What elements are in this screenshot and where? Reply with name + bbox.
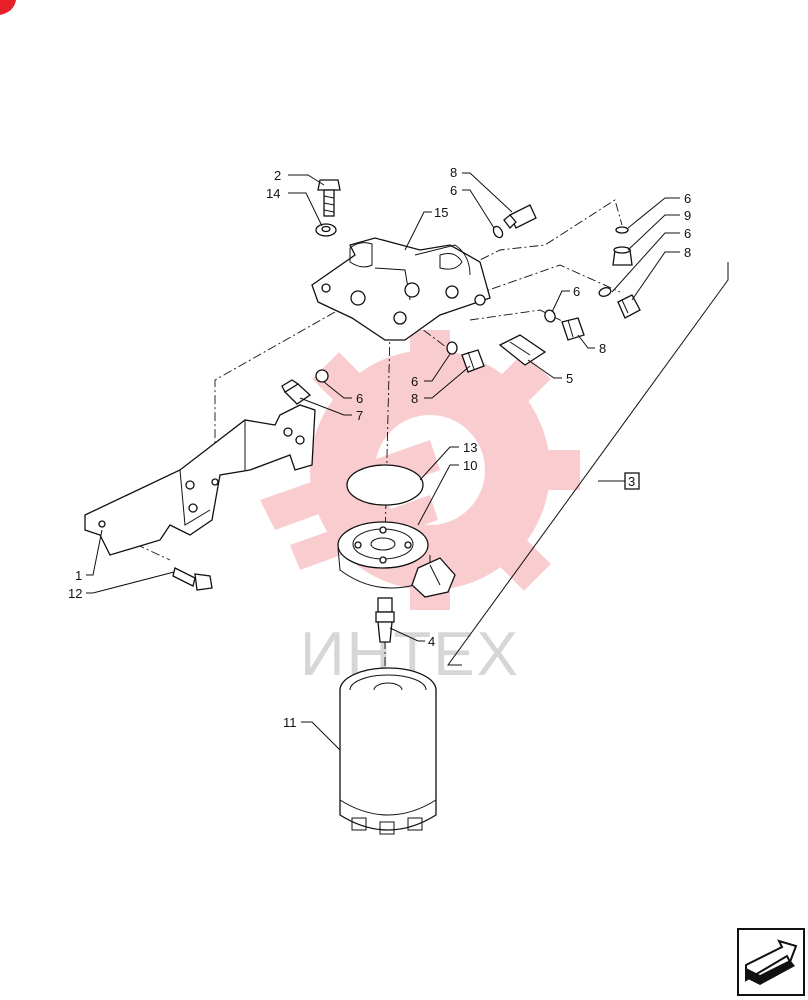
callout-15: 15 bbox=[434, 205, 448, 220]
filter-head-15 bbox=[311, 237, 491, 341]
callout-9: 9 bbox=[684, 208, 691, 223]
callout-14: 14 bbox=[266, 186, 280, 201]
callouts: 2 14 8 6 15 6 9 6 8 6 8 5 6 8 6 7 13 10 … bbox=[68, 165, 691, 730]
bracket-1 bbox=[84, 404, 316, 556]
bolt-2 bbox=[317, 179, 341, 217]
callout-6-top: 6 bbox=[450, 183, 457, 198]
group-ref-3: 3 bbox=[598, 472, 640, 490]
o-ring-6-lower bbox=[446, 341, 458, 355]
callout-8-top: 8 bbox=[450, 165, 457, 180]
callout-6-left: 6 bbox=[356, 391, 363, 406]
callout-13: 13 bbox=[463, 440, 477, 455]
o-ring-6-mid bbox=[544, 309, 556, 323]
callout-6-right-a: 6 bbox=[684, 191, 691, 206]
seal-ring-13 bbox=[346, 464, 424, 506]
adapter-10 bbox=[337, 521, 456, 598]
oil-filter-11 bbox=[339, 667, 437, 835]
callout-6-right-b: 6 bbox=[684, 226, 691, 241]
group-ref-number: 3 bbox=[628, 474, 635, 489]
o-ring-6-right-top bbox=[615, 226, 629, 234]
callout-5: 5 bbox=[566, 371, 573, 386]
fitting-8-lower bbox=[461, 349, 485, 373]
callout-6-lower: 6 bbox=[411, 374, 418, 389]
nipple-4 bbox=[375, 597, 395, 643]
sensor-5 bbox=[498, 334, 547, 366]
o-ring-6-right bbox=[598, 287, 612, 297]
leader-lines bbox=[86, 172, 729, 751]
callout-6-mid: 6 bbox=[573, 284, 580, 299]
callout-1: 1 bbox=[75, 568, 82, 583]
callout-11: 11 bbox=[283, 715, 297, 730]
washer-14 bbox=[315, 223, 337, 237]
o-ring-6-left bbox=[315, 369, 329, 383]
fitting-8-mid bbox=[561, 317, 585, 341]
fitting-8-top bbox=[503, 204, 537, 229]
callout-8-mid: 8 bbox=[599, 341, 606, 356]
callout-10: 10 bbox=[463, 458, 477, 473]
o-ring-6-top bbox=[492, 225, 504, 239]
callout-2: 2 bbox=[274, 168, 281, 183]
callout-7: 7 bbox=[356, 408, 363, 423]
plug-9 bbox=[612, 246, 633, 266]
corner-brand-mark bbox=[0, 0, 16, 15]
callout-12: 12 bbox=[68, 586, 82, 601]
bolt-12 bbox=[172, 567, 213, 591]
callout-8-lower: 8 bbox=[411, 391, 418, 406]
next-page-arrow-button[interactable] bbox=[737, 928, 805, 996]
callout-4: 4 bbox=[428, 634, 435, 649]
fitting-8-right bbox=[617, 294, 641, 319]
callout-8-right: 8 bbox=[684, 245, 691, 260]
